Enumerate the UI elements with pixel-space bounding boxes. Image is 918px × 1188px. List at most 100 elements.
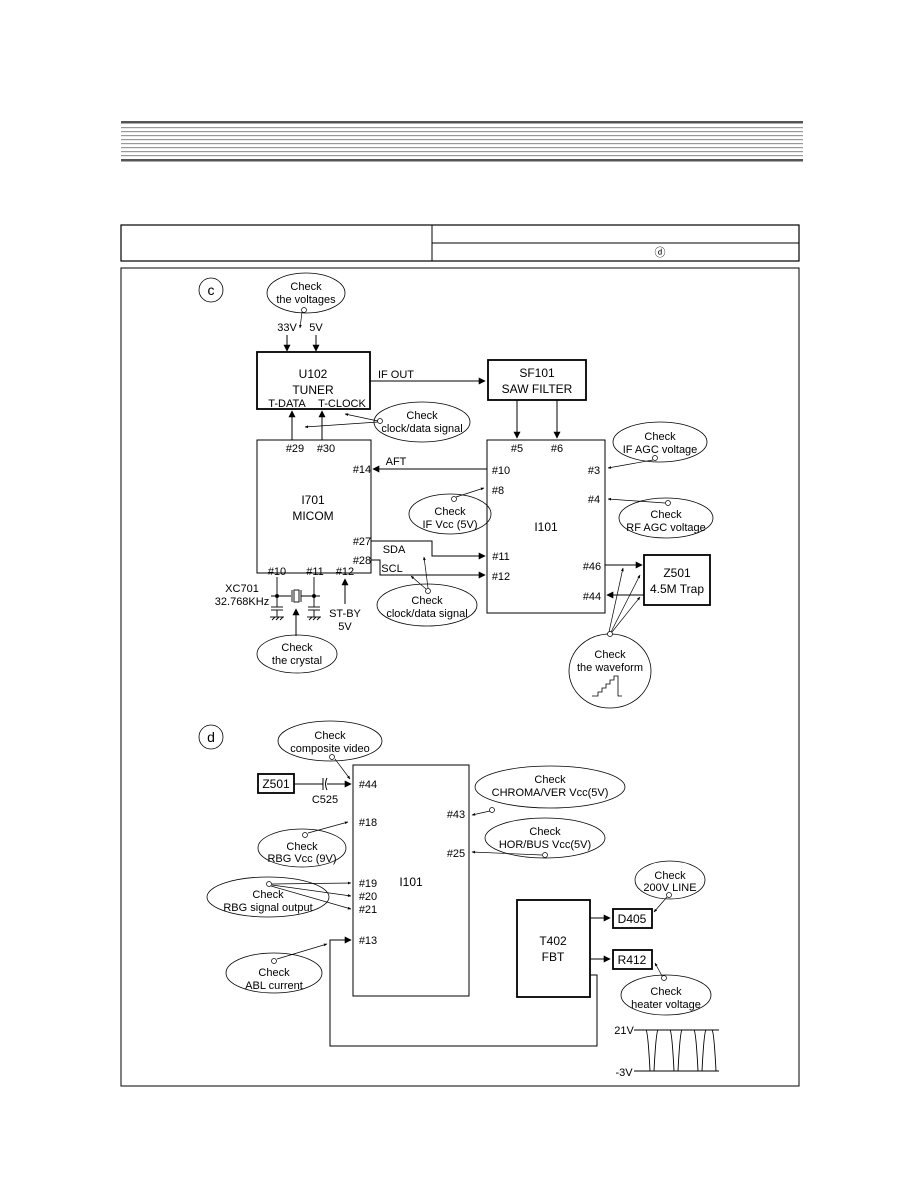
fbt-block: T402 FBT (516, 899, 591, 998)
svg-text:heater voltage: heater voltage (631, 999, 701, 1011)
check-clock-data-top-bubble: Check clock/data signal (373, 401, 471, 443)
svg-text:Check: Check (650, 509, 682, 521)
svg-text:Check: Check (252, 889, 284, 901)
svg-text:#11: #11 (492, 551, 510, 563)
svg-text:SF101: SF101 (519, 366, 555, 380)
crystal-freq-label: 32.768KHz (215, 596, 269, 608)
svg-text:Check: Check (314, 730, 346, 742)
check-if-vcc-bubble: Check IF Vcc (5V) (408, 493, 492, 535)
check-abl-bubble: Check ABL current (225, 952, 323, 994)
c525-capacitor-symbol (294, 777, 328, 791)
staircase-waveform-icon (592, 675, 622, 697)
svg-text:Z501: Z501 (262, 777, 290, 791)
svg-text:I701: I701 (301, 493, 325, 507)
section-c-label: c (208, 282, 215, 298)
section-d-label: d (207, 729, 215, 745)
check-voltages-bubble: Check the voltages (266, 272, 346, 314)
pulse-waveform (634, 1029, 719, 1072)
svg-text:Check: Check (644, 431, 676, 443)
header-stripe-bar (121, 121, 803, 162)
check-crystal-bubble: Check the crystal (256, 634, 338, 674)
svg-text:#6: #6 (551, 443, 563, 455)
standby-label: ST-BY (329, 608, 361, 620)
svg-text:R412: R412 (618, 953, 647, 967)
svg-text:T-CLOCK: T-CLOCK (318, 398, 366, 410)
svg-text:the voltages: the voltages (276, 294, 336, 306)
svg-text:Check: Check (281, 642, 313, 654)
svg-text:FBT: FBT (542, 950, 565, 964)
svg-text:RBG signal output: RBG signal output (223, 902, 312, 914)
check-composite-video-bubble: Check composite video (277, 720, 383, 762)
svg-text:#12: #12 (336, 566, 354, 578)
svg-text:IF AGC voltage: IF AGC voltage (623, 444, 698, 456)
if-out-label: IF OUT (378, 369, 414, 381)
check-hor-bus-bubble: Check HOR/BUS Vcc(5V) (484, 817, 606, 859)
svg-text:4.5M Trap: 4.5M Trap (650, 582, 704, 596)
check-if-agc-bubble: Check IF AGC voltage (612, 421, 708, 463)
check-rf-agc-bubble: Check RF AGC voltage (618, 497, 714, 539)
svg-text:the crystal: the crystal (272, 655, 322, 667)
svg-text:#10: #10 (268, 566, 286, 578)
check-clock-data-bottom-bubble: Check clock/data signal (376, 583, 478, 627)
section-c-marker (198, 277, 224, 303)
svg-text:RBG Vcc (9V): RBG Vcc (9V) (267, 853, 336, 865)
saw-filter-block: SF101 SAW FILTER (487, 359, 587, 401)
svg-text:T-DATA: T-DATA (268, 398, 306, 410)
svg-text:Check: Check (529, 826, 561, 838)
tuner-block: U102 TUNER T-DATA T-CLOCK (256, 351, 371, 410)
svg-text:#8: #8 (492, 485, 504, 497)
section-d-marker (198, 724, 224, 750)
svg-text:#5: #5 (511, 443, 523, 455)
svg-text:MICOM: MICOM (292, 509, 333, 523)
svg-text:#43: #43 (447, 809, 465, 821)
d405-block: D405 (612, 908, 653, 929)
i101-d-block: I101 #44 #18 #19 #20 #21 #13 #43 #25 (352, 764, 470, 997)
svg-text:#11: #11 (306, 566, 324, 578)
svg-text:200V LINE: 200V LINE (643, 882, 696, 894)
svg-text:#25: #25 (447, 848, 465, 860)
crystal-ref-label: XC701 (225, 583, 259, 595)
svg-text:Check: Check (594, 649, 626, 661)
table-mark: ⓓ (655, 246, 666, 259)
svg-text:CHROMA/VER Vcc(5V): CHROMA/VER Vcc(5V) (492, 787, 609, 799)
svg-text:I101: I101 (399, 875, 423, 889)
z501-d-block: Z501 (257, 773, 295, 794)
svg-text:ABL current: ABL current (245, 980, 303, 992)
svg-text:U102: U102 (299, 367, 328, 381)
svg-text:Check: Check (411, 595, 443, 607)
z501-trap-block: Z501 4.5M Trap (643, 554, 711, 606)
svg-text:Check: Check (654, 870, 686, 882)
svg-text:HOR/BUS Vcc(5V): HOR/BUS Vcc(5V) (499, 839, 591, 851)
header-table (120, 224, 800, 262)
svg-text:Check: Check (406, 410, 438, 422)
sda-label: SDA (383, 544, 406, 556)
svg-text:Check: Check (290, 281, 322, 293)
svg-text:#30: #30 (317, 443, 335, 455)
svg-text:TUNER: TUNER (292, 383, 334, 397)
svg-text:Check: Check (258, 967, 290, 979)
check-heater-bubble: Check heater voltage (620, 974, 712, 1016)
aft-label: AFT (386, 456, 407, 468)
svg-text:#28: #28 (353, 555, 371, 567)
wave-low-label: -3V (615, 1067, 633, 1079)
svg-text:Check: Check (650, 986, 682, 998)
svg-text:Check: Check (534, 774, 566, 786)
svg-text:#29: #29 (286, 443, 304, 455)
wave-high-label: 21V (614, 1025, 634, 1037)
check-200v-line-bubble: Check 200V LINE (634, 860, 706, 900)
r412-block: R412 (612, 949, 653, 970)
check-chroma-vcc-bubble: Check CHROMA/VER Vcc(5V) (474, 765, 626, 813)
i101-c-block: I101 #5 #6 #10 #8 #11 #12 #3 #4 #46 #44 (486, 439, 606, 614)
check-waveform-bubble: Check the waveform (568, 631, 652, 709)
abl-feedback-line (329, 936, 598, 1047)
svg-text:#10: #10 (492, 465, 510, 477)
svg-text:clock/data signal: clock/data signal (386, 608, 467, 620)
tuner-5v-label: 5V (309, 322, 323, 334)
svg-text:#18: #18 (359, 817, 377, 829)
svg-text:#20: #20 (359, 891, 377, 903)
diagram-frame (120, 267, 800, 1087)
svg-text:#19: #19 (359, 878, 377, 890)
micom-block: I701 MICOM #29 #30 #14 #27 #28 #10 #11 #… (256, 439, 372, 578)
check-rbg-output-bubble: Check RBG signal output (206, 876, 330, 918)
